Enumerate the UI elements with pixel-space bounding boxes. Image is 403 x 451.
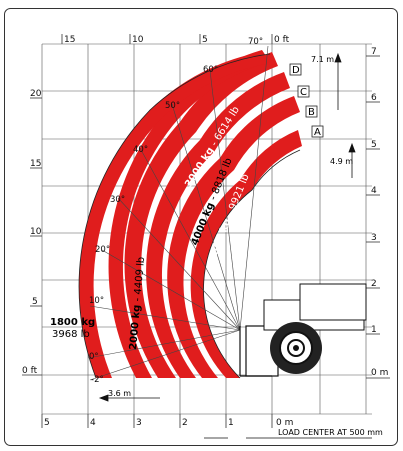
left-tick-15: 15	[30, 159, 41, 169]
angle-rays	[87, 45, 269, 381]
zone-outlines	[78, 53, 301, 379]
bottom-tick-4: 4	[90, 418, 96, 428]
outer-capacity-lb: 3968 lb	[52, 329, 90, 340]
right-tick-6: 6	[371, 93, 377, 103]
extension-boxes	[289, 63, 324, 138]
zone-4500-band	[190, 130, 302, 378]
right-tick-4: 4	[371, 186, 377, 196]
dim-max-height: 7.1 m	[311, 55, 334, 64]
angle-50: 50°	[165, 101, 180, 111]
angle-60: 60°	[203, 65, 218, 75]
right-tick-3: 3	[371, 233, 377, 243]
ext-label-a: A	[314, 127, 321, 138]
chart-frame	[4, 8, 398, 446]
bottom-tick-2: 2	[182, 418, 188, 428]
angle-40: 40°	[133, 145, 148, 155]
bottom-tick-0m: 0 m	[276, 418, 293, 428]
left-tick-5: 5	[32, 297, 38, 307]
left-tick-10: 10	[30, 227, 42, 237]
outer-capacity-kg: 1800 kg	[50, 317, 95, 328]
zone-2000-band	[124, 52, 279, 378]
top-tick-15: 15	[64, 35, 75, 45]
top-feet-axis	[61, 34, 273, 44]
right-meter-axis	[366, 55, 390, 379]
angle-30: 30°	[110, 195, 125, 205]
top-tick-0ft: 0 ft	[274, 35, 290, 45]
machine-illustration	[239, 283, 367, 377]
zone-3000-band	[146, 72, 290, 378]
ext-label-d: D	[292, 65, 300, 76]
dim-height-b: 4.9 m	[330, 157, 353, 166]
right-tick-5: 5	[371, 140, 377, 150]
zone-outermost-band	[79, 52, 267, 378]
zone-4000-band	[167, 96, 300, 378]
angle-0: 0°	[89, 352, 99, 362]
left-tick-20: 20	[30, 89, 42, 99]
ext-label-c: C	[300, 87, 307, 98]
left-tick-0ft: 0 ft	[22, 366, 38, 376]
angle-10: 10°	[89, 296, 104, 306]
right-tick-7: 7	[371, 47, 377, 57]
zone-arcs	[79, 50, 302, 378]
bottom-meter-axis	[41, 414, 273, 428]
top-tick-5: 5	[202, 35, 208, 45]
load-center-note: LOAD CENTER AT 500 mm	[278, 428, 383, 437]
dim-lines	[98, 52, 372, 439]
right-tick-0m: 0 m	[371, 368, 388, 378]
bottom-tick-1: 1	[228, 418, 234, 428]
ext-label-b: B	[308, 107, 315, 118]
angle-20: 20°	[95, 245, 110, 255]
zone-label-2000: 2000 kg - 4409 lb	[128, 257, 147, 351]
left-feet-axis	[22, 97, 42, 376]
angle-70: 70°	[248, 37, 263, 47]
bottom-tick-3: 3	[136, 418, 142, 428]
bottom-tick-5: 5	[44, 418, 50, 428]
right-tick-2: 2	[371, 279, 377, 289]
top-tick-10: 10	[132, 35, 144, 45]
zone-outer-band	[108, 50, 271, 378]
angle-minus-2: -2°	[91, 375, 104, 385]
dim-reach-ground: 3.6 m	[108, 389, 131, 398]
right-tick-1: 1	[371, 325, 377, 335]
